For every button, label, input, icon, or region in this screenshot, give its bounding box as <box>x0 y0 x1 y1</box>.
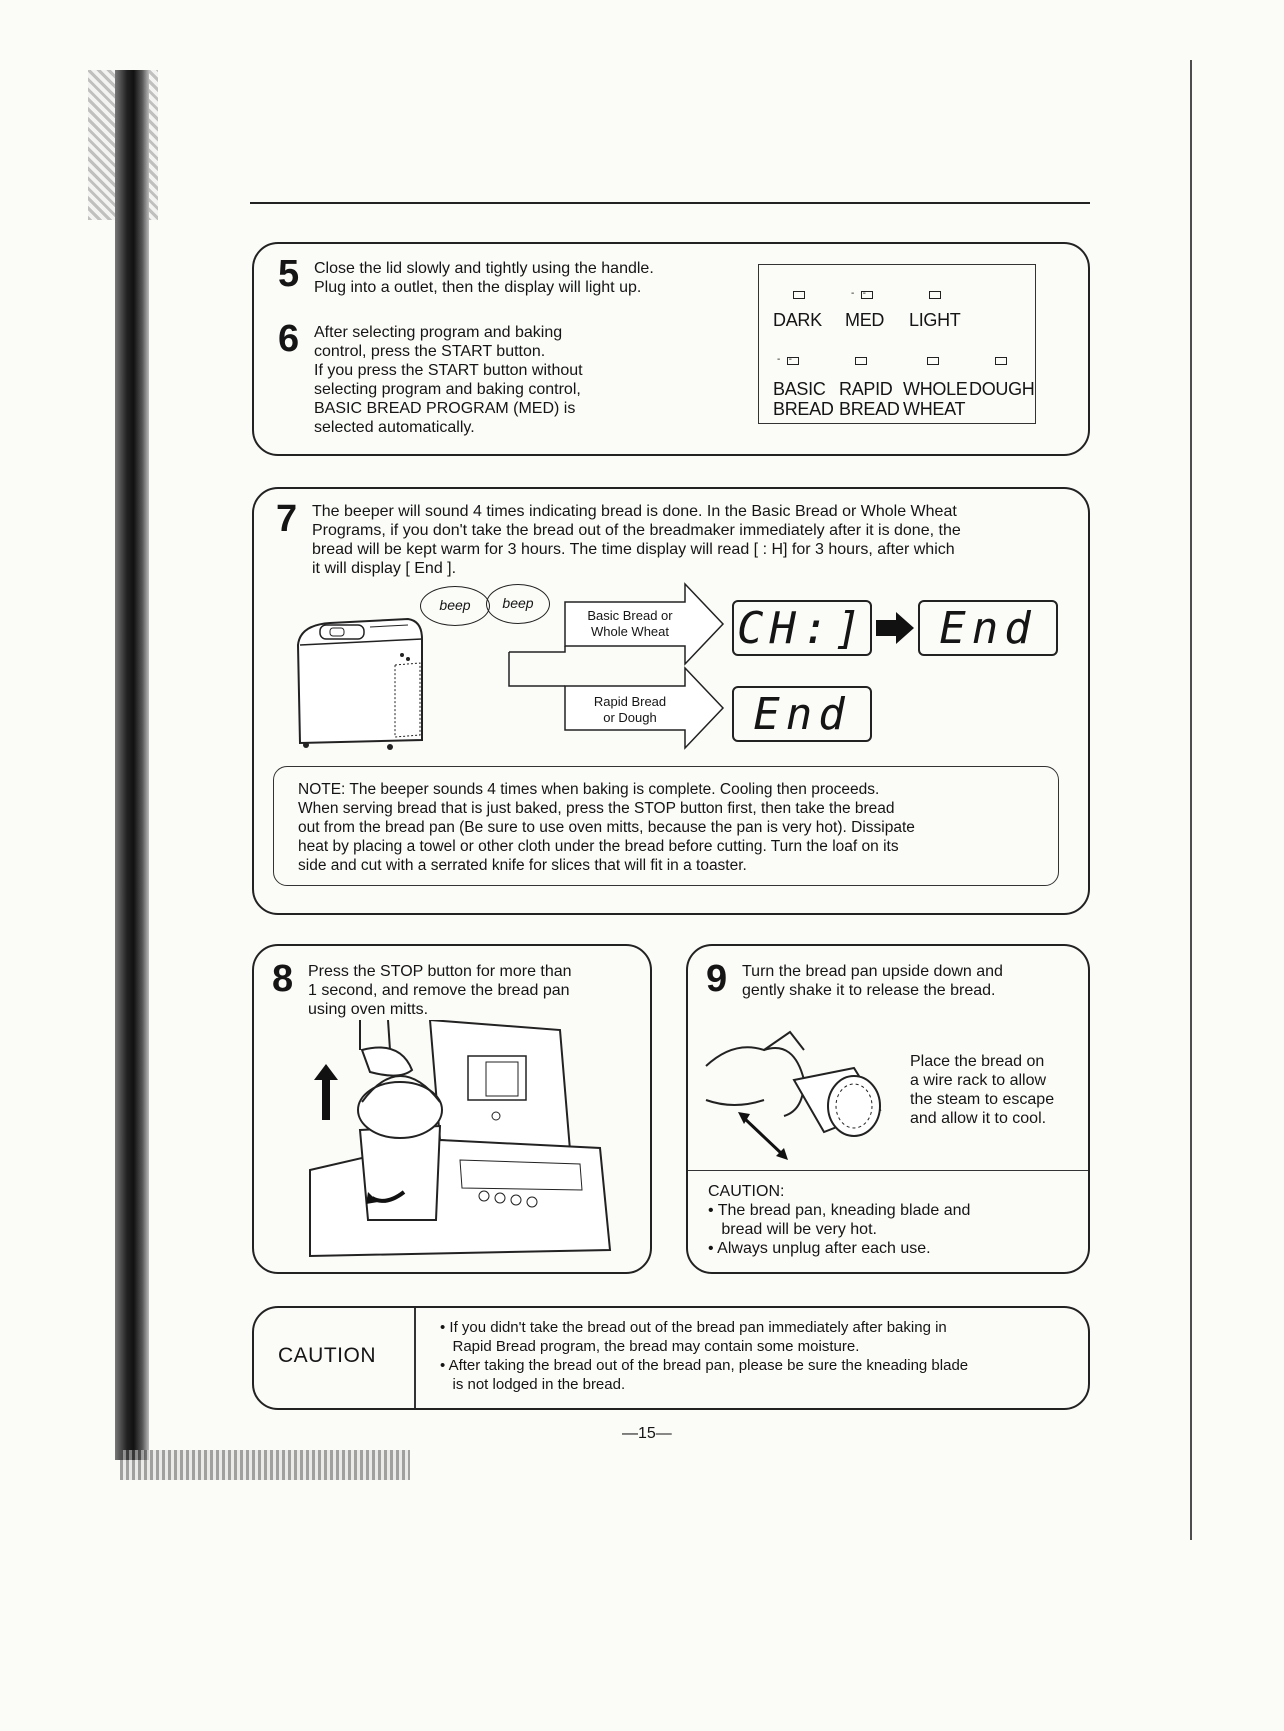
step-9-caution-line-1: • The bread pan, kneading blade and <box>708 1202 971 1219</box>
step-8-line-1: Press the STOP button for more than <box>308 963 572 980</box>
lcd-end-display-2: End <box>732 686 872 742</box>
shake-pan-illustration <box>705 1030 882 1160</box>
label-dark: DARK <box>773 310 822 330</box>
caution-line-4: is not lodged in the bread. <box>440 1376 626 1393</box>
step-5-6-box <box>252 242 1090 456</box>
control-panel-diagram: DARK MED LIGHT BASIC RAPID WHOLE DOUGH B… <box>758 264 1036 424</box>
note-line-2: When serving bread that is just baked, p… <box>298 800 895 817</box>
beep-bubble-2: beep <box>486 584 550 624</box>
remove-pan-illustration <box>309 1020 612 1258</box>
step-9-side-line-3: the steam to escape <box>910 1091 1055 1108</box>
step-9-caution-line-2: bread will be very hot. <box>708 1221 877 1238</box>
step-9-side-line-4: and allow it to cool. <box>910 1110 1047 1127</box>
caution-box <box>252 1306 1090 1410</box>
step-9-box <box>686 944 1090 1274</box>
label-rapid: RAPID <box>839 379 893 399</box>
lcd-end-display-1: End <box>918 600 1058 656</box>
step-9-caution-line-3: • Always unplug after each use. <box>708 1240 931 1257</box>
step-9-number: 9 <box>706 958 728 1000</box>
note-box <box>273 766 1059 886</box>
flow-arrows <box>508 582 725 750</box>
step-7-line-2: Programs, if you don't take the bread ou… <box>312 522 961 539</box>
step-8-box <box>252 944 652 1274</box>
scan-shadow-bottom <box>120 1450 410 1480</box>
step-9-line-2: gently shake it to release the bread. <box>742 982 996 999</box>
header-rule <box>250 202 1090 204</box>
lcd-warm-display: CH:] <box>732 600 872 656</box>
step-6-line-6: selected automatically. <box>314 419 475 436</box>
step-6-line-2: control, press the START button. <box>314 343 546 360</box>
led-med-lit <box>851 288 873 299</box>
beep-bubble-1: beep <box>420 586 490 626</box>
caution-label: CAUTION <box>278 1344 376 1367</box>
caution-divider <box>414 1308 416 1408</box>
note-line-3: out from the bread pan (Be sure to use o… <box>298 819 915 836</box>
step-5-line-1: Close the lid slowly and tightly using t… <box>314 260 654 277</box>
step-9-line-1: Turn the bread pan upside down and <box>742 963 1003 980</box>
step-6-line-4: selecting program and baking control, <box>314 381 581 398</box>
step-7-box <box>252 487 1090 915</box>
step-8-number: 8 <box>272 958 294 1000</box>
caution-line-1: • If you didn't take the bread out of th… <box>440 1319 947 1336</box>
step-9-caution-title: CAUTION: <box>708 1183 785 1200</box>
label-dough: DOUGH <box>969 379 1035 399</box>
note-line-5: side and cut with a serrated knife for s… <box>298 857 747 874</box>
label-med: MED <box>845 310 885 330</box>
binding-spine <box>115 70 149 1460</box>
led-dough <box>995 357 1007 365</box>
led-light <box>929 291 941 299</box>
step-7-line-4: it will display [ End ]. <box>312 560 457 577</box>
page-number: —15— <box>622 1425 672 1442</box>
right-arrow-icon <box>876 612 914 644</box>
step-6-line-3: If you press the START button without <box>314 362 583 379</box>
caution-line-2: Rapid Bread program, the bread may conta… <box>440 1338 860 1355</box>
path-1-line-1: Basic Bread or <box>587 608 673 623</box>
step-7-number: 7 <box>276 498 298 540</box>
step-7-line-1: The beeper will sound 4 times indicating… <box>312 503 957 520</box>
label-bread-2: BREAD <box>839 399 900 419</box>
page-edge <box>1190 60 1192 1540</box>
path-1-line-2: Whole Wheat <box>590 624 670 639</box>
label-light: LIGHT <box>909 310 961 330</box>
step-7-line-3: bread will be kept warm for 3 hours. The… <box>312 541 955 558</box>
caution-line-3: • After taking the bread out of the brea… <box>440 1357 969 1374</box>
label-basic: BASIC <box>773 379 826 399</box>
note-line-4: heat by placing a towel or other cloth u… <box>298 838 899 855</box>
path-2-line-2: or Dough <box>603 710 657 725</box>
step-5-line-2: Plug into a outlet, then the display wil… <box>314 279 642 296</box>
led-rapid <box>855 357 867 365</box>
step-9-side-line-1: Place the bread on <box>910 1053 1045 1070</box>
note-line-1: NOTE: The beeper sounds 4 times when bak… <box>298 781 880 798</box>
label-whole: WHOLE <box>903 379 968 399</box>
led-dark <box>793 291 805 299</box>
step-8-line-3: using oven mitts. <box>308 1001 429 1018</box>
step-6-line-5: BASIC BREAD PROGRAM (MED) is <box>314 400 576 417</box>
step-6-number: 6 <box>278 318 300 360</box>
breadmaker-illustration <box>296 617 423 750</box>
step-6-line-1: After selecting program and baking <box>314 324 563 341</box>
step-9-side-line-2: a wire rack to allow <box>910 1072 1047 1089</box>
step-5-number: 5 <box>278 253 300 295</box>
step-8-line-2: 1 second, and remove the bread pan <box>308 982 570 999</box>
led-whole <box>927 357 939 365</box>
path-2-line-1: Rapid Bread <box>593 694 667 709</box>
led-basic-lit <box>777 354 799 365</box>
step-9-divider <box>688 1170 1088 1171</box>
label-wheat: WHEAT <box>903 399 966 419</box>
label-bread-1: BREAD <box>773 399 834 419</box>
